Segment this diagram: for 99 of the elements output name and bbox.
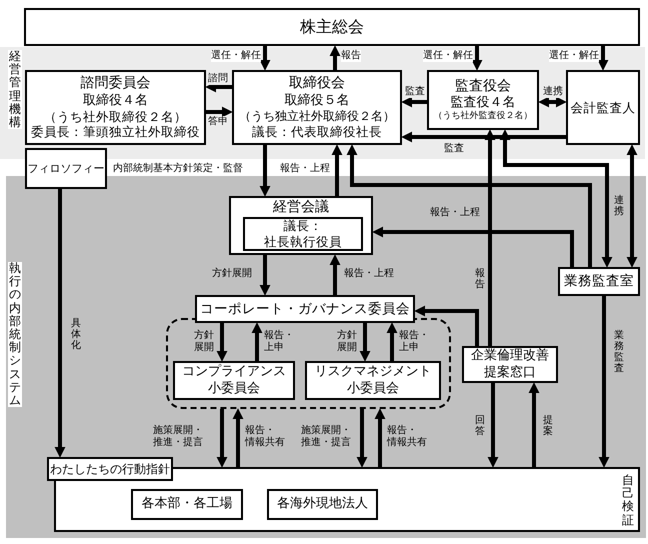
box-text: 各海外現地法人: [277, 496, 368, 513]
edge-label: 答申: [208, 116, 228, 128]
box-text: 業務監査室: [564, 273, 634, 290]
division-box: [131, 489, 243, 520]
arrow: [374, 408, 386, 467]
arrow: [232, 408, 244, 467]
box-text: 委員長：筆頭独立社外取締役: [31, 124, 200, 140]
arrow: [330, 254, 340, 295]
edge-label: 報告・上程: [430, 207, 480, 219]
arrow: [330, 45, 340, 70]
box-text: （うち独立社外取締役２名）: [239, 109, 395, 124]
arrow: [598, 46, 608, 71]
arrow: [252, 322, 262, 361]
edge-label: 報告・情報共有: [245, 425, 287, 449]
edge-label: 方針展開: [337, 330, 359, 354]
board-box: [427, 70, 539, 130]
arrow: [360, 323, 370, 362]
board-box: [232, 70, 402, 145]
arrow: [54, 189, 66, 458]
contact-box: [462, 346, 558, 383]
arrow: [500, 129, 612, 268]
arrow: [414, 306, 479, 346]
auditor-box: [566, 70, 640, 145]
arrow: [538, 96, 567, 108]
arrow: [346, 144, 592, 267]
arrow: [626, 144, 638, 268]
arrow: [528, 382, 540, 467]
section-label: 経営管理機構: [8, 50, 22, 130]
edge-label: 具体化: [70, 318, 82, 351]
arrow: [216, 323, 228, 362]
subcommittee-box: [305, 361, 441, 400]
section-label: 執行の内部統制システム: [8, 262, 22, 408]
box-text: 監査役４名: [450, 95, 516, 110]
arrow: [598, 296, 610, 468]
edge-label: 連携: [543, 86, 563, 98]
office-box: [558, 267, 640, 296]
arrow: [332, 144, 342, 196]
arrow: [372, 226, 574, 267]
meeting-box: [229, 196, 373, 255]
edge-label: 報告・上程: [280, 163, 330, 175]
subcommittee-box: [173, 361, 295, 400]
edge-label: 方針展開: [212, 268, 252, 280]
edge-label: 内部統制基本方針策定・監督: [113, 163, 243, 175]
philosophy-box: [25, 148, 107, 189]
edge-label: 施策展開・推進・提言: [153, 425, 205, 449]
box-text: （うち社外監査役２名）: [434, 111, 532, 122]
edge-label: 監査: [444, 143, 464, 155]
arrow: [206, 106, 233, 118]
edge-label: 業務監査: [613, 330, 625, 374]
assembly-box: [24, 8, 640, 46]
box-title: 監査役会: [455, 78, 511, 95]
box-text: 自己検証: [621, 474, 635, 527]
arrow: [356, 409, 368, 468]
edge-label: 方針展開: [194, 330, 216, 354]
guideline-box: [47, 457, 173, 481]
box-text: 議長：代表取締役社長: [252, 124, 382, 140]
edge-label: 連携: [613, 195, 625, 217]
edge-label: 選任・解任: [211, 50, 261, 62]
arrow: [216, 409, 228, 468]
box-text: 取締役４名: [83, 92, 148, 109]
box-text: 企業倫理改善提案窓口: [470, 348, 550, 381]
box-text: フィロソフィー: [28, 162, 104, 176]
arrow: [401, 96, 427, 108]
arrow: [260, 145, 270, 197]
box-title: 取締役会: [289, 75, 345, 93]
edge-label: 選任・解任: [549, 50, 599, 62]
edge-label: 回答: [474, 415, 486, 437]
box-title: 諮問委員会: [80, 75, 150, 92]
arrow: [488, 383, 498, 468]
committee-box: [195, 295, 415, 323]
edge-label: 報告: [474, 268, 486, 290]
box-text: わたしたちの行動指針: [50, 462, 170, 476]
edge-label: 報告・上程: [344, 268, 394, 280]
box-text: 株主総会: [300, 17, 364, 37]
committee-box: [25, 70, 206, 145]
edge-label: 監査: [405, 86, 425, 98]
box-text: コーポレート・ガバナンス委員会: [200, 300, 410, 318]
box-text: 各本部・各工場: [142, 496, 232, 513]
edge-label: 諮問: [208, 73, 228, 85]
box-text: （うち社外取締役２名）: [44, 108, 187, 124]
arrow: [260, 255, 270, 296]
box-text: リスクマネジメント小委員会: [314, 364, 432, 397]
edge-label: 選任・解任: [423, 50, 473, 62]
arrow: [260, 46, 270, 71]
edge-label: 報告: [341, 50, 361, 62]
arrow: [386, 322, 398, 361]
subsidiary-box: [267, 489, 378, 520]
edge-label: 報告・情報共有: [387, 425, 429, 449]
chair-box: [243, 217, 363, 251]
box-text: コンプライアンス小委員会: [181, 364, 287, 397]
edge-label: 提案: [542, 415, 554, 437]
box-text: 議長：社長執行役員: [263, 218, 343, 250]
edge-label: 施策展開・推進・提言: [301, 425, 353, 449]
arrow: [401, 132, 566, 142]
box-text: 経営会議: [272, 199, 330, 216]
box-text: 取締役５名: [284, 92, 350, 110]
arrow: [484, 129, 496, 346]
arrow: [472, 46, 482, 71]
box-text: 会計監査人: [570, 100, 636, 116]
